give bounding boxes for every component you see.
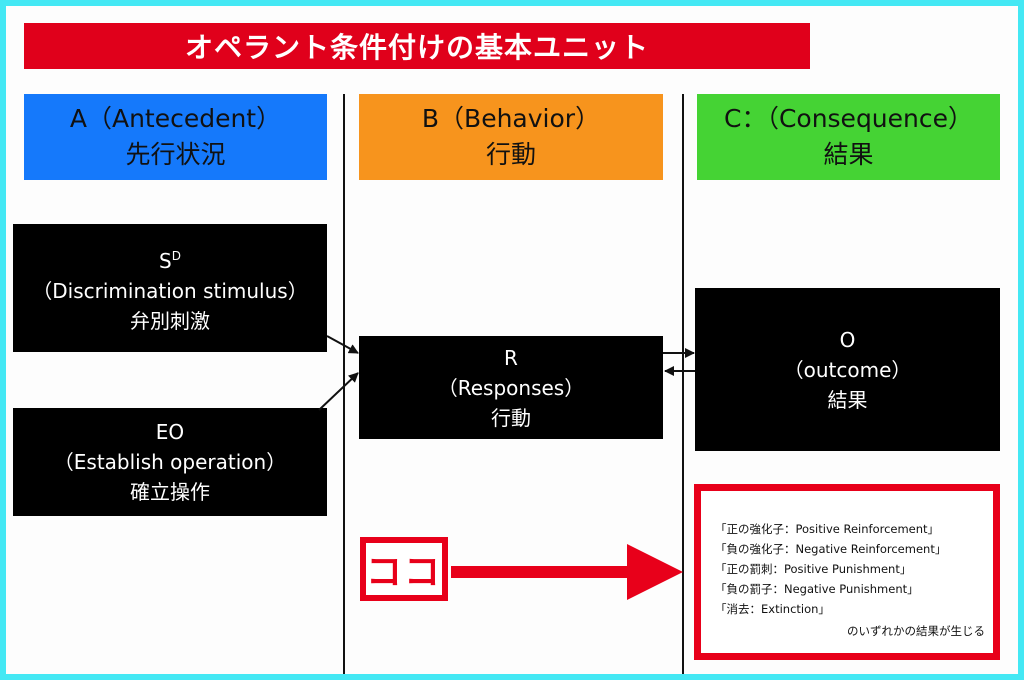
r-english: （Responses） (437, 375, 585, 400)
consequence-types-box: 「正の強化子：Positive Reinforcement」 「負の強化子：Ne… (694, 484, 1000, 660)
column-header-behavior: B（Behavior） 行動 (359, 94, 663, 180)
koko-highlight-label: ココ (360, 537, 448, 601)
r-symbol: R (504, 345, 518, 370)
column-header-consequence: C：（Consequence） 結果 (697, 94, 1000, 180)
red-arrow-shaft (451, 566, 631, 578)
consequence-item: 「負の強化子：Negative Reinforcement」 (715, 542, 947, 556)
column-divider-bc (682, 94, 684, 674)
column-header-antecedent: A（Antecedent） 先行状況 (24, 94, 327, 180)
column-c-sub: 結果 (823, 140, 874, 169)
box-establishing-operation: EO （Establish operation） 確立操作 (13, 408, 327, 516)
sd-english: （Discrimination stimulus） (32, 278, 308, 303)
consequence-item: 「負の罰子：Negative Punishment」 (715, 582, 919, 596)
column-b-label: B（Behavior） (421, 104, 601, 133)
column-divider-ab (343, 94, 345, 674)
diagram-canvas: オペラント条件付けの基本ユニット A（Antecedent） 先行状況 B（Be… (6, 6, 1018, 674)
box-response: R （Responses） 行動 (359, 336, 663, 439)
o-japanese: 結果 (827, 387, 868, 412)
column-a-sub: 先行状況 (125, 140, 226, 169)
eo-english: （Establish operation） (53, 450, 287, 474)
sd-japanese: 弁別刺激 (130, 308, 210, 333)
consequence-item: 「正の強化子：Positive Reinforcement」 (715, 522, 940, 536)
o-symbol: O (839, 327, 856, 352)
column-c-label: C：（Consequence） (723, 104, 974, 133)
o-english: （outcome） (783, 357, 912, 382)
column-a-label: A（Antecedent） (69, 104, 282, 133)
sd-superscript: D (171, 248, 181, 263)
consequence-footer: のいずれかの結果が生じる (847, 624, 985, 638)
consequence-item: 「正の罰刺：Positive Punishment」 (715, 562, 912, 576)
eo-symbol: EO (155, 420, 185, 444)
arrow-eo-to-r (318, 372, 359, 411)
consequence-item: 「消去：Extinction」 (715, 602, 830, 616)
diagram-title: オペラント条件付けの基本ユニット (24, 23, 810, 69)
column-b-sub: 行動 (485, 140, 536, 169)
box-outcome: O （outcome） 結果 (695, 288, 1000, 451)
eo-japanese: 確立操作 (130, 480, 210, 504)
r-japanese: 行動 (491, 405, 531, 430)
red-arrow-head (627, 544, 683, 600)
box-discriminative-stimulus: SD （Discrimination stimulus） 弁別刺激 (13, 224, 327, 352)
sd-symbol: SD (159, 248, 181, 273)
